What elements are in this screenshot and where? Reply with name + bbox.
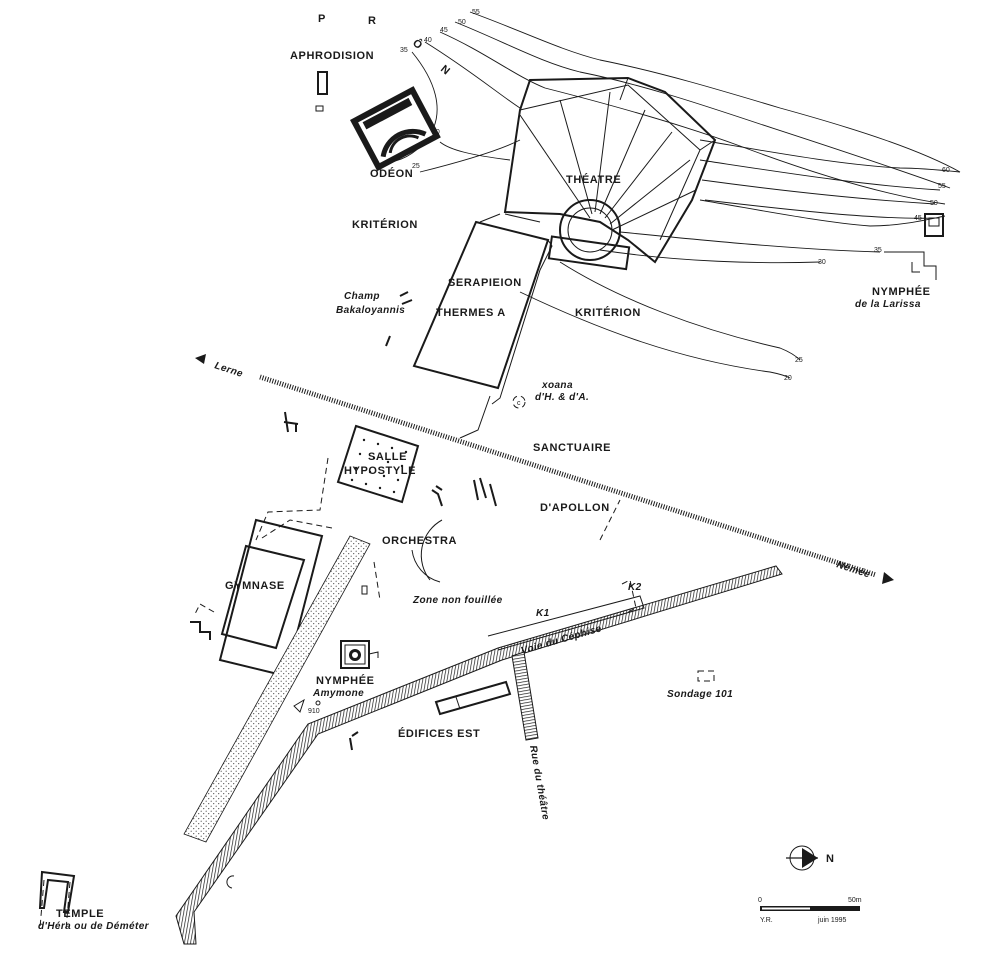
sondage-label: Sondage 101 [667, 689, 733, 700]
contour-label: 45 [914, 215, 922, 222]
gymnase-label: GYMNASE [225, 580, 285, 592]
scale-bar: 0 50m Y.R. juin 1995 [758, 897, 862, 924]
north-letter: N [826, 853, 835, 865]
xoana: c xoana d'H. & d'A. [512, 380, 589, 409]
zone-label: Zone non fouillée [412, 595, 503, 606]
orchestra-label: ORCHESTRA [382, 535, 457, 547]
contour-label: 45 [440, 27, 448, 34]
salle-label: SALLE [368, 451, 407, 463]
salle-hypostyle: SALLE HYPOSTYLE [336, 424, 420, 504]
rue-du-theatre: Rue du théâtre [511, 651, 551, 821]
theatre: THÉATRE [503, 76, 717, 271]
edifices-label: ÉDIFICES EST [398, 727, 480, 740]
contour-label: 40 [424, 37, 432, 44]
nymphee-amymone-label: NYMPHÉE [316, 674, 375, 687]
scale-end: 50m [848, 897, 862, 904]
rue-label: Rue du théâtre [527, 745, 551, 821]
sondage-101: Sondage 101 [667, 670, 733, 700]
k2-label: K2 [628, 582, 642, 593]
nymphee-larissa-sublabel: de la Larissa [855, 299, 921, 310]
contour-lines-west [389, 11, 961, 227]
edifices-est: ÉDIFICES EST [398, 680, 512, 740]
xoana-label: xoana [541, 380, 573, 391]
contour-lines-east [519, 139, 961, 379]
hypostyle-label: HYPOSTYLE [344, 465, 416, 477]
champ-label: Champ [344, 291, 380, 302]
contour-label: 50 [458, 19, 466, 26]
contour-labels-east: 60 55 50 45 35 30 25 20 [784, 167, 950, 382]
kriterion-east-label: KRITÉRION [575, 306, 641, 319]
theatre-label: THÉATRE [566, 173, 621, 186]
aphrodision: APHRODISION [290, 50, 374, 112]
sanctuaire-label: SANCTUAIRE [533, 442, 611, 454]
k1-label: K1 [536, 608, 550, 619]
stoa-band [183, 535, 371, 843]
temple-sublabel: d'Héra ou de Déméter [38, 921, 150, 932]
contour-label: 20 [784, 375, 792, 382]
temple-label: TEMPLE [56, 908, 104, 920]
orientation-letters: P R Ô N [318, 13, 452, 78]
orientation-letter: R [368, 15, 377, 27]
contour-label: 35 [874, 247, 882, 254]
temple: TEMPLE d'Héra ou de Déméter [38, 870, 150, 932]
scale-date: juin 1995 [817, 917, 847, 924]
lerne-label: Lerne [213, 360, 244, 380]
lerne-label-group: Lerne [195, 354, 244, 380]
aphrodision-label: APHRODISION [290, 50, 374, 62]
north-arrow-icon: N [786, 845, 835, 871]
small-structures [190, 585, 368, 889]
contour-label: 30 [818, 259, 826, 266]
contour-label: 50 [930, 200, 938, 207]
kriterion-west-label: KRITÉRION [352, 218, 418, 231]
survey-point [315, 700, 321, 706]
dashed-outline [193, 603, 215, 617]
contour-label: 25 [795, 357, 803, 364]
scale-start: 0 [758, 897, 762, 904]
nymphee-amymone: NYMPHÉE Amymone [312, 640, 379, 699]
contour-label: 55 [472, 9, 480, 16]
orientation-letter: P [318, 13, 326, 25]
scale-author: Y.R. [760, 917, 773, 924]
nemee-label-group: Némée [835, 559, 894, 584]
xoana-sublabel: d'H. & d'A. [535, 392, 589, 403]
lerne-arrow-icon [195, 354, 206, 364]
nemee-label: Némée [835, 559, 872, 580]
apollon-label: D'APOLLON [540, 502, 610, 514]
point-label: 910 [308, 708, 320, 715]
contour-label: 60 [942, 167, 950, 174]
nymphee-amymone-sublabel: Amymone [312, 688, 364, 699]
nymphee-larissa: NYMPHÉE de la Larissa [855, 213, 944, 310]
thermes-label: THERMES A [436, 307, 506, 319]
k2-marker: K2 [621, 579, 642, 613]
voie-du-cephise: Voie du Céphise [175, 565, 783, 945]
thermes-serapieion: SERAPIEION THERMES A [412, 213, 553, 405]
serapieion-label: SERAPIEION [448, 277, 522, 289]
orchestra: ORCHESTRA [373, 519, 457, 601]
nemee-arrow-icon [882, 572, 894, 584]
contour-label: 25 [412, 163, 420, 170]
contour-label: 35 [400, 47, 408, 54]
odeon: ODÉON [350, 86, 441, 180]
contour-label: 55 [938, 183, 946, 190]
odeon-label: ODÉON [370, 167, 413, 180]
lerne-nemee-road [259, 374, 877, 578]
orientation-letter: N [438, 63, 452, 78]
nymphee-larissa-label: NYMPHÉE [872, 285, 931, 298]
champ-bakaloyannis: Champ Bakaloyannis [336, 291, 413, 347]
champ-sublabel: Bakaloyannis [336, 305, 405, 316]
svg-text:c: c [517, 400, 521, 407]
path-segment [459, 395, 491, 439]
wall-fragments [283, 411, 621, 541]
